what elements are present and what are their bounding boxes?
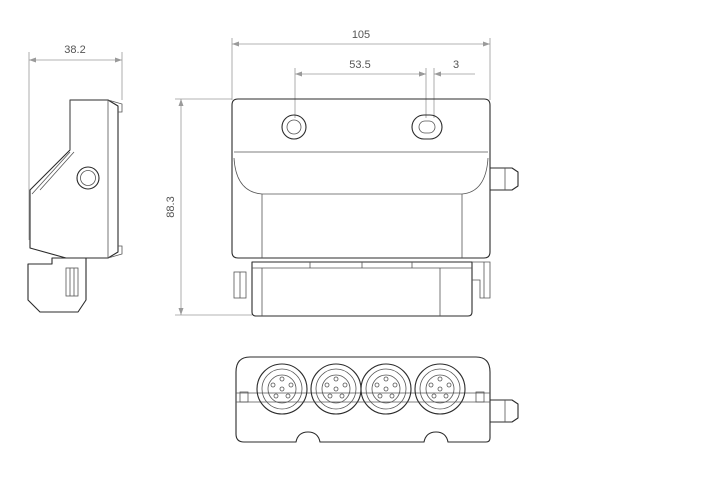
connector-1 [256, 363, 308, 415]
port-oval [411, 114, 443, 140]
dimension-port-offset-label: 3 [453, 59, 459, 71]
side-view: 38.2 [27, 44, 123, 313]
connector-2-icon [310, 363, 362, 415]
port-oval-icon [411, 114, 443, 140]
dimension-port-spacing: 53.5 [294, 59, 427, 118]
dimension-height: 88.3 [165, 98, 252, 316]
port-round [281, 114, 307, 140]
connector-3 [360, 363, 412, 415]
side-port-icon [76, 166, 100, 190]
dimension-front-width-label: 105 [352, 29, 370, 41]
connector-1-icon [256, 363, 308, 415]
connector-4-icon [414, 363, 466, 415]
connector-3-icon [360, 363, 412, 415]
dimension-front-width: 105 [231, 29, 491, 100]
dimension-port-offset: 3 [419, 59, 475, 118]
port-round-icon [281, 114, 307, 140]
connector-4 [414, 363, 466, 415]
front-view: 105 53.5 3 88.3 [165, 29, 519, 317]
connector-2 [310, 363, 362, 415]
dimension-side-width-label: 38.2 [64, 44, 85, 56]
dimension-side-width: 38.2 [28, 44, 123, 240]
bottom-view [235, 356, 519, 443]
dimension-port-spacing-label: 53.5 [349, 59, 370, 71]
dimension-height-label: 88.3 [165, 196, 177, 217]
